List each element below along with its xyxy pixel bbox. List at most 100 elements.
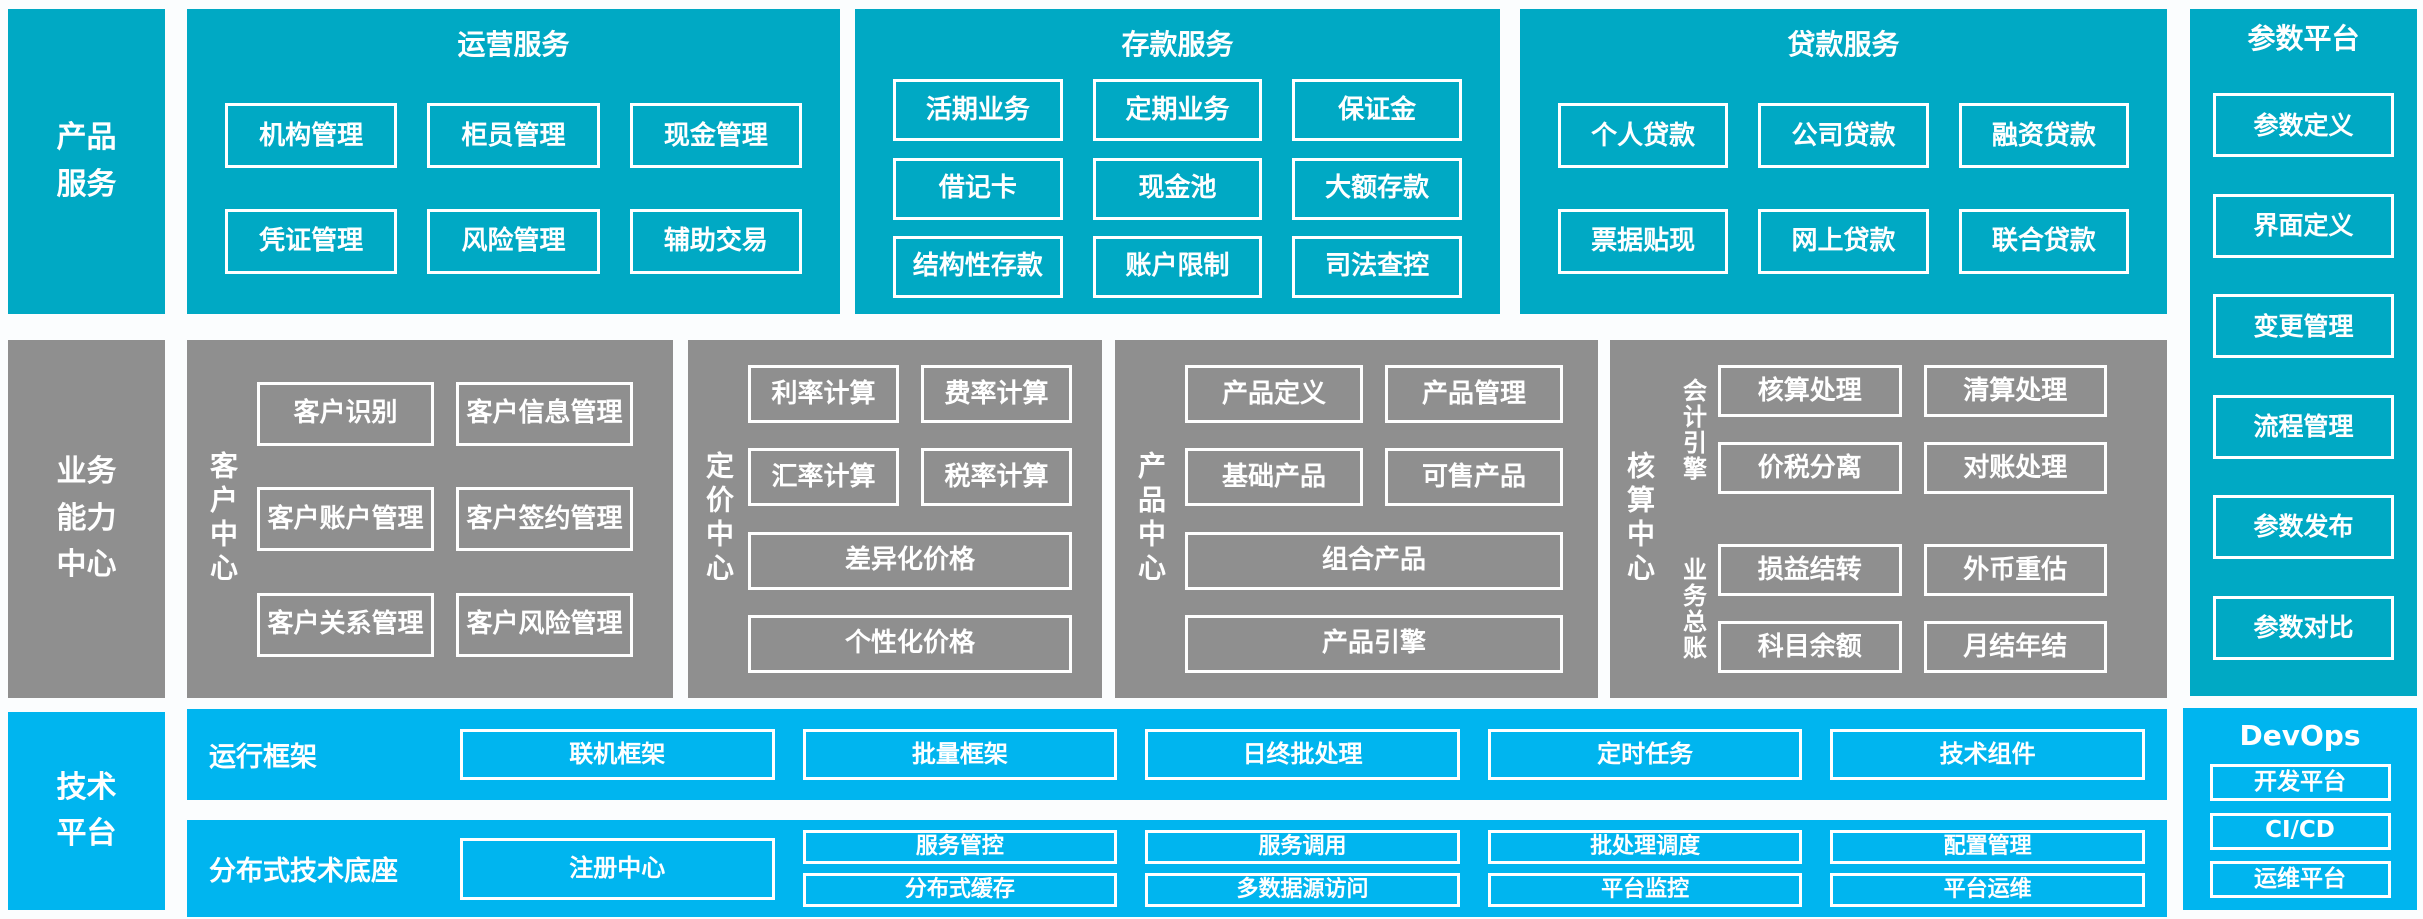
band-label: 分布式技术底座 [209,856,398,887]
capability-box-wide: 个性化价格 [748,614,1072,673]
service-box: 辅助交易 [629,208,802,274]
capability-box: 核算处理 [1718,365,1902,417]
capability-box: 对账处理 [1923,442,2107,494]
box-row: 基础产品 可售产品 [1185,448,1563,507]
panel-title: DevOps [2239,719,2361,752]
section-grid: 机构管理 柜员管理 现金管理 凭证管理 风险管理 辅助交易 [187,63,840,314]
capability-box: 客户识别 [257,381,434,446]
tech-box: 配置管理 [1830,830,2145,864]
section-title: 存款服务 [1121,28,1234,61]
center-column: 利率计算 费率计算 汇率计算 税率计算 差异化价格 个性化价格 [748,340,1102,698]
panel-devops: DevOps 开发平台 CI/CD 运维平台 [2183,708,2417,910]
box-row: 产品定义 产品管理 [1185,365,1563,424]
section-operations-services: 运营服务 机构管理 柜员管理 现金管理 凭证管理 风险管理 辅助交易 [187,9,840,314]
section-grid: 个人贷款 公司贷款 融资贷款 票据贴现 网上贷款 联合贷款 [1520,63,2167,314]
center-label: 核算中心 [1623,451,1656,587]
tech-box: 服务管控 [802,830,1118,864]
service-box: 活期业务 [893,79,1063,142]
capability-box: 客户关系管理 [257,592,434,657]
group-grid: 损益结转 外币重估 科目余额 月结年结 [1718,519,2107,698]
capability-box-wide: 差异化价格 [748,531,1072,590]
capability-box: 利率计算 [748,365,899,424]
devops-box: CI/CD [2209,812,2391,850]
service-box: 公司贷款 [1758,103,1929,169]
center-pricing: 定价中心 利率计算 费率计算 汇率计算 税率计算 差异化价格 个性化价格 [688,340,1102,698]
capability-box: 月结年结 [1923,621,2107,673]
capability-box: 客户信息管理 [456,381,633,446]
center-label: 客户中心 [206,451,239,587]
tech-box: 服务调用 [1145,830,1460,864]
base-column: 注册中心 [460,830,775,907]
param-box: 界面定义 [2213,193,2394,258]
base-column: 配置管理 平台运维 [1830,830,2145,907]
tech-box: 技术组件 [1830,729,2145,780]
capability-box: 清算处理 [1923,365,2107,417]
section-grid: 活期业务 定期业务 保证金 借记卡 现金池 大额存款 结构性存款 账户限制 司法… [855,63,1500,314]
panel-title: 参数平台 [2247,22,2360,55]
capability-box-wide: 组合产品 [1185,531,1563,590]
panel-parameter-platform: 参数平台 参数定义 界面定义 变更管理 流程管理 参数发布 参数对比 [2190,9,2417,696]
service-box: 账户限制 [1092,235,1263,298]
service-box: 保证金 [1292,79,1462,142]
devops-box: 开发平台 [2209,763,2391,801]
service-box: 现金池 [1092,157,1263,220]
band-runtime-framework: 运行框架 联机框架 批量框架 日终批处理 定时任务 技术组件 [187,709,2167,800]
band-label: 运行框架 [209,742,317,773]
capability-box: 产品定义 [1185,365,1363,424]
group-grid: 核算处理 清算处理 价税分离 对账处理 [1718,340,2107,519]
service-box: 现金管理 [629,103,802,169]
capability-box: 基础产品 [1185,448,1363,507]
sidebar-technology-platform: 技术 平台 [8,712,165,910]
tech-box: 定时任务 [1487,729,1803,780]
section-deposit-services: 存款服务 活期业务 定期业务 保证金 借记卡 现金池 大额存款 结构性存款 账户… [855,9,1500,314]
capability-box: 可售产品 [1385,448,1563,507]
tech-box: 分布式缓存 [802,873,1118,907]
capability-box: 损益结转 [1718,544,1902,596]
service-box: 联合贷款 [1958,208,2129,274]
param-box: 参数定义 [2213,93,2394,158]
tech-box: 批量框架 [802,729,1118,780]
service-box: 个人贷款 [1558,103,1729,169]
service-box: 凭证管理 [225,208,398,274]
service-box: 融资贷款 [1958,103,2129,169]
center-label: 定价中心 [702,451,735,587]
section-title: 运营服务 [457,28,570,61]
tech-box: 批处理调度 [1487,830,1803,864]
sidebar-business-capability-center: 业务 能力 中心 [8,340,165,698]
band-items: 注册中心 服务管控 分布式缓存 服务调用 多数据源访问 批处理调度 平台监控 配… [460,820,2167,917]
panel-body: 开发平台 CI/CD 运维平台 [2183,752,2417,910]
service-box: 结构性存款 [893,235,1063,298]
base-column: 服务管控 分布式缓存 [802,830,1118,907]
capability-box: 汇率计算 [748,448,899,507]
capability-box: 税率计算 [921,448,1072,507]
service-box: 柜员管理 [427,103,600,169]
capability-box: 产品管理 [1385,365,1563,424]
tech-box: 注册中心 [460,837,775,900]
center-accounting: 核算中心 会计引擎 核算处理 清算处理 价税分离 对账处理 业务总账 损益结转 … [1610,340,2167,698]
devops-box: 运维平台 [2209,861,2391,899]
base-column: 服务调用 多数据源访问 [1145,830,1460,907]
base-column: 批处理调度 平台监控 [1487,830,1803,907]
capability-box: 科目余额 [1718,621,1902,673]
band-distributed-base: 分布式技术底座 注册中心 服务管控 分布式缓存 服务调用 多数据源访问 批处理调… [187,820,2167,917]
tech-box: 平台运维 [1830,873,2145,907]
capability-box: 客户账户管理 [257,487,434,551]
center-column: 会计引擎 核算处理 清算处理 价税分离 对账处理 业务总账 损益结转 外币重估 … [1668,340,2167,698]
service-box: 借记卡 [893,157,1063,220]
sidebar-product-services: 产品 服务 [8,9,165,314]
param-box: 参数对比 [2213,595,2394,660]
group-label: 会计引擎 [1678,377,1707,482]
panel-body: 参数定义 界面定义 变更管理 流程管理 参数发布 参数对比 [2190,57,2417,696]
param-box: 参数发布 [2213,495,2394,560]
box-row: 汇率计算 税率计算 [748,448,1072,507]
capability-box-wide: 产品引擎 [1185,614,1563,673]
service-box: 机构管理 [225,103,398,169]
capability-box: 客户风险管理 [456,592,633,657]
group-business-ledger: 业务总账 损益结转 外币重估 科目余额 月结年结 [1668,519,2107,698]
section-title: 贷款服务 [1787,28,1900,61]
band-items: 联机框架 批量框架 日终批处理 定时任务 技术组件 [460,709,2167,800]
tech-box: 多数据源访问 [1145,873,1460,907]
capability-box: 价税分离 [1718,442,1902,494]
service-box: 风险管理 [427,208,600,274]
